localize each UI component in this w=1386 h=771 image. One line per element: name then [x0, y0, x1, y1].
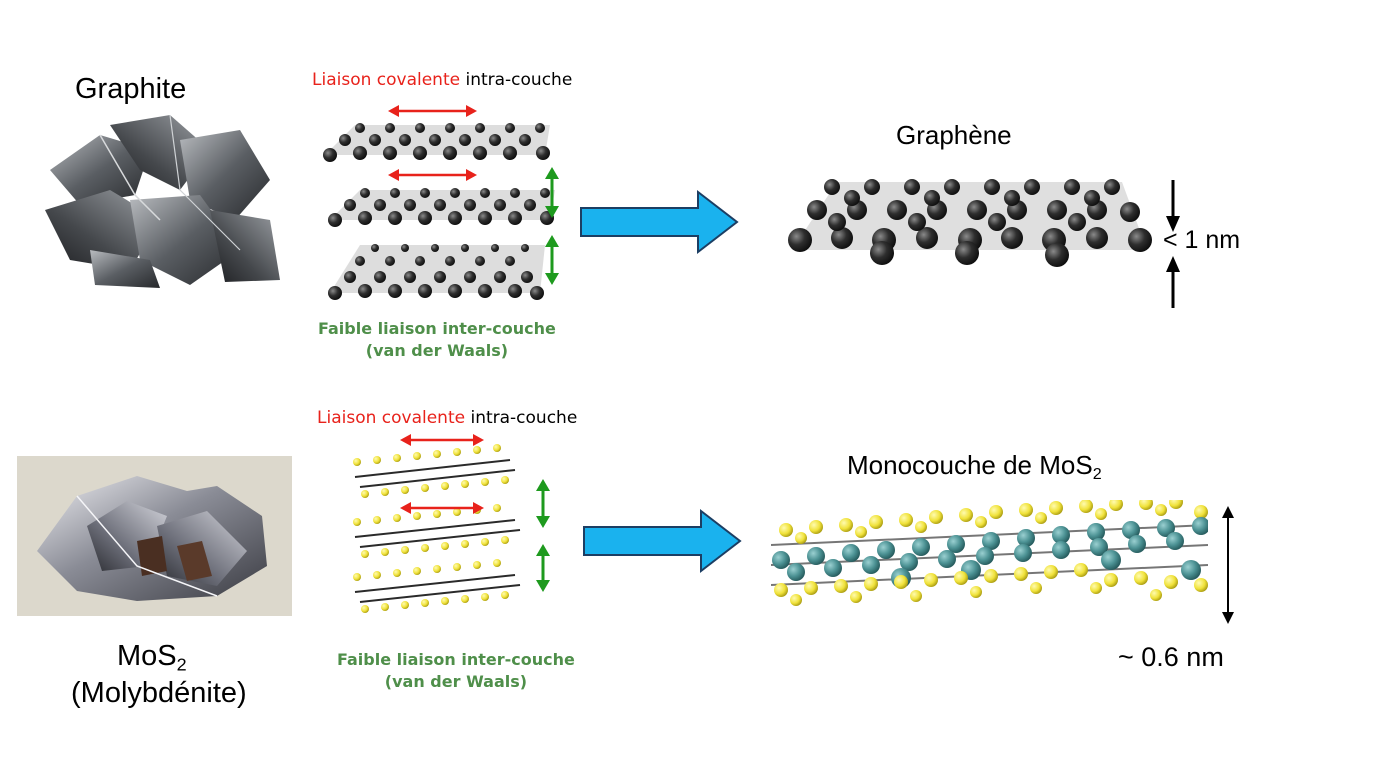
graphite-photo [45, 114, 280, 288]
graphite-label: Graphite [75, 73, 187, 105]
vdw-bond-arrows-bottom [536, 479, 550, 592]
graphite-sheet-3 [328, 244, 545, 300]
covalent-bond-label-top: Liaison covalente intra-couche [312, 70, 573, 90]
covalent-bond-arrows-top [388, 105, 477, 181]
weak-bond-label-top: Faible liaison inter-couche (van der Waa… [318, 319, 556, 361]
graphene-label: Graphène [896, 120, 1012, 150]
mos2-sheet-2 [353, 504, 521, 558]
mos2-sheet-3 [353, 559, 521, 613]
graphite-layers [323, 105, 559, 300]
weak-bond-label-bottom: Faible liaison inter-couche (van der Waa… [337, 650, 575, 692]
covalent-bond-arrows-bottom [400, 434, 484, 514]
process-arrow-icon [583, 508, 742, 574]
vdw-bond-arrows-top [545, 167, 559, 285]
mos2-monolayer-label: Monocouche de MoS2 [847, 450, 1102, 483]
thickness-arrow-icon [1166, 180, 1180, 308]
mos2-sheet-1 [353, 444, 516, 498]
mos2-formula-label: MoS2 [117, 640, 187, 675]
thickness-arrow-icon [1222, 506, 1234, 624]
mos2-monolayer [771, 500, 1208, 606]
mos2-thickness-label: ~ 0.6 nm [1118, 642, 1224, 672]
mos2-layers [353, 434, 550, 613]
process-arrow-icon [580, 189, 739, 255]
covalent-bond-label-bottom: Liaison covalente intra-couche [317, 408, 578, 428]
graphite-sheet-1 [323, 123, 550, 162]
molybdenite-label: (Molybdénite) [71, 677, 247, 709]
molybdenite-photo [17, 456, 292, 616]
graphene-thickness-label: < 1 nm [1163, 226, 1241, 254]
graphite-sheet-2 [328, 188, 555, 227]
graphene-sheet [788, 179, 1152, 267]
